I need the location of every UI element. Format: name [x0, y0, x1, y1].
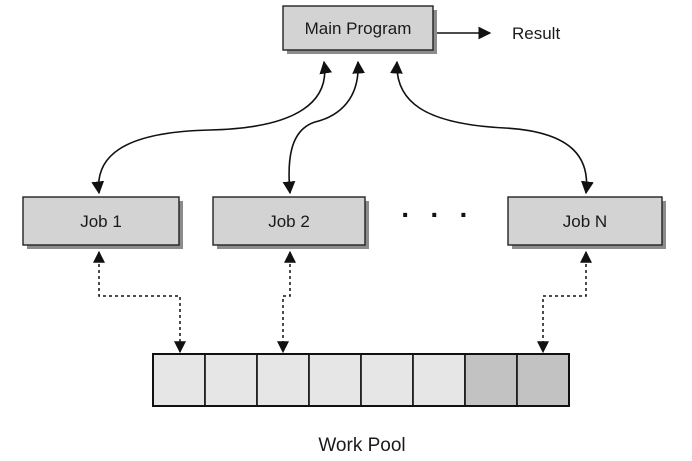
result-label: Result [512, 24, 560, 43]
work-pool-slot-1 [152, 353, 206, 407]
main-program-label: Main Program [305, 19, 412, 38]
work-pool [152, 353, 570, 407]
job-node-n: Job N [507, 196, 666, 249]
job-1-box [22, 196, 180, 246]
ellipsis: · · · [401, 199, 475, 230]
work-pool-slot-3 [256, 353, 310, 407]
job-n-label: Job N [563, 212, 607, 231]
dashed-edge-job-2-pool [277, 250, 296, 354]
job-2-box [212, 196, 366, 246]
main-program-box [282, 5, 434, 51]
job-node-2: Job 2 [212, 196, 369, 249]
work-pool-slot-8 [516, 353, 570, 407]
dashed-edge-job-n-pool [537, 250, 592, 354]
job-n-box [507, 196, 663, 246]
work-pool-outline [152, 353, 570, 407]
work-pool-slot-7 [464, 353, 518, 407]
edge-main-job-n [390, 60, 594, 195]
job-2-label: Job 2 [268, 212, 310, 231]
job-node-1: Job 1 [22, 196, 183, 249]
job-1-label: Job 1 [80, 212, 122, 231]
main-program-node: Main Program [282, 5, 437, 54]
work-pool-slot-5 [360, 353, 414, 407]
work-pool-slot-6 [412, 353, 466, 407]
dashed-edge-job-1-pool [93, 250, 186, 354]
work-pool-slot-4 [308, 353, 362, 407]
edge-main-job-1 [91, 60, 333, 195]
work-pool-label: Work Pool [318, 435, 405, 456]
edge-main-job-2 [282, 60, 366, 195]
work-pool-slot-2 [204, 353, 258, 407]
